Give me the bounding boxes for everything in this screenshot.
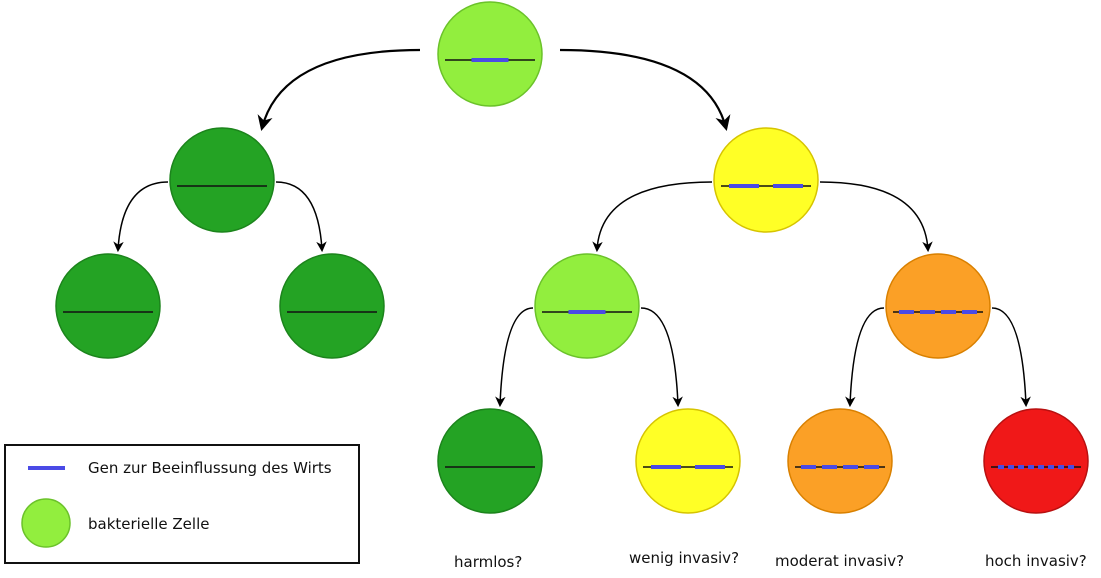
outcome-label-high: hoch invasiv? — [985, 552, 1087, 570]
cell-left-left — [55, 253, 161, 359]
cells — [55, 1, 1089, 514]
cell-body — [787, 408, 893, 514]
cell-right — [713, 127, 819, 233]
cell-body — [713, 127, 819, 233]
arrow-left-to-left-right — [275, 181, 327, 253]
arrow-right-right-to-leaf-moderate — [845, 307, 885, 408]
cell-body — [55, 253, 161, 359]
cell-legend-icon — [21, 498, 71, 548]
cell-body — [885, 253, 991, 359]
arrow-right-to-right-right — [819, 181, 933, 253]
cell-right-right — [885, 253, 991, 359]
cell-left-right — [279, 253, 385, 359]
arrows — [113, 48, 1031, 408]
cell-leaf-harmless — [437, 408, 543, 514]
cell-leaf-moderate — [787, 408, 893, 514]
outcome-label-moderate: moderat invasiv? — [775, 552, 905, 570]
arrow-right-to-right-left — [592, 181, 713, 253]
cell-body — [983, 408, 1089, 514]
legend-gene-label: Gen zur Beeinflussung des Wirts — [88, 459, 332, 477]
cell-body — [437, 408, 543, 514]
arrow-left-to-left-left — [113, 181, 169, 253]
arrow-root-to-left — [257, 48, 421, 131]
cell-leaf-low — [635, 408, 741, 514]
cell-right-left — [534, 253, 640, 359]
cell-root — [437, 1, 543, 107]
cell-body — [279, 253, 385, 359]
arrow-right-left-to-leaf-low — [640, 307, 683, 408]
legend-cell-label: bakterielle Zelle — [88, 515, 210, 533]
legend: Gen zur Beeinflussung des Wirts bakterie… — [4, 444, 360, 564]
cell-body — [635, 408, 741, 514]
arrow-root-to-right — [559, 48, 731, 131]
arrow-right-right-to-leaf-high — [991, 307, 1031, 408]
cell-left — [169, 127, 275, 233]
outcome-label-low: wenig invasiv? — [629, 549, 740, 567]
cell-body — [534, 253, 640, 359]
cell-body — [437, 1, 543, 107]
arrow-right-left-to-leaf-harmless — [495, 307, 534, 408]
cell-body — [169, 127, 275, 233]
outcome-label-harmless: harmlos? — [454, 553, 523, 571]
cell-leaf-high — [983, 408, 1089, 514]
